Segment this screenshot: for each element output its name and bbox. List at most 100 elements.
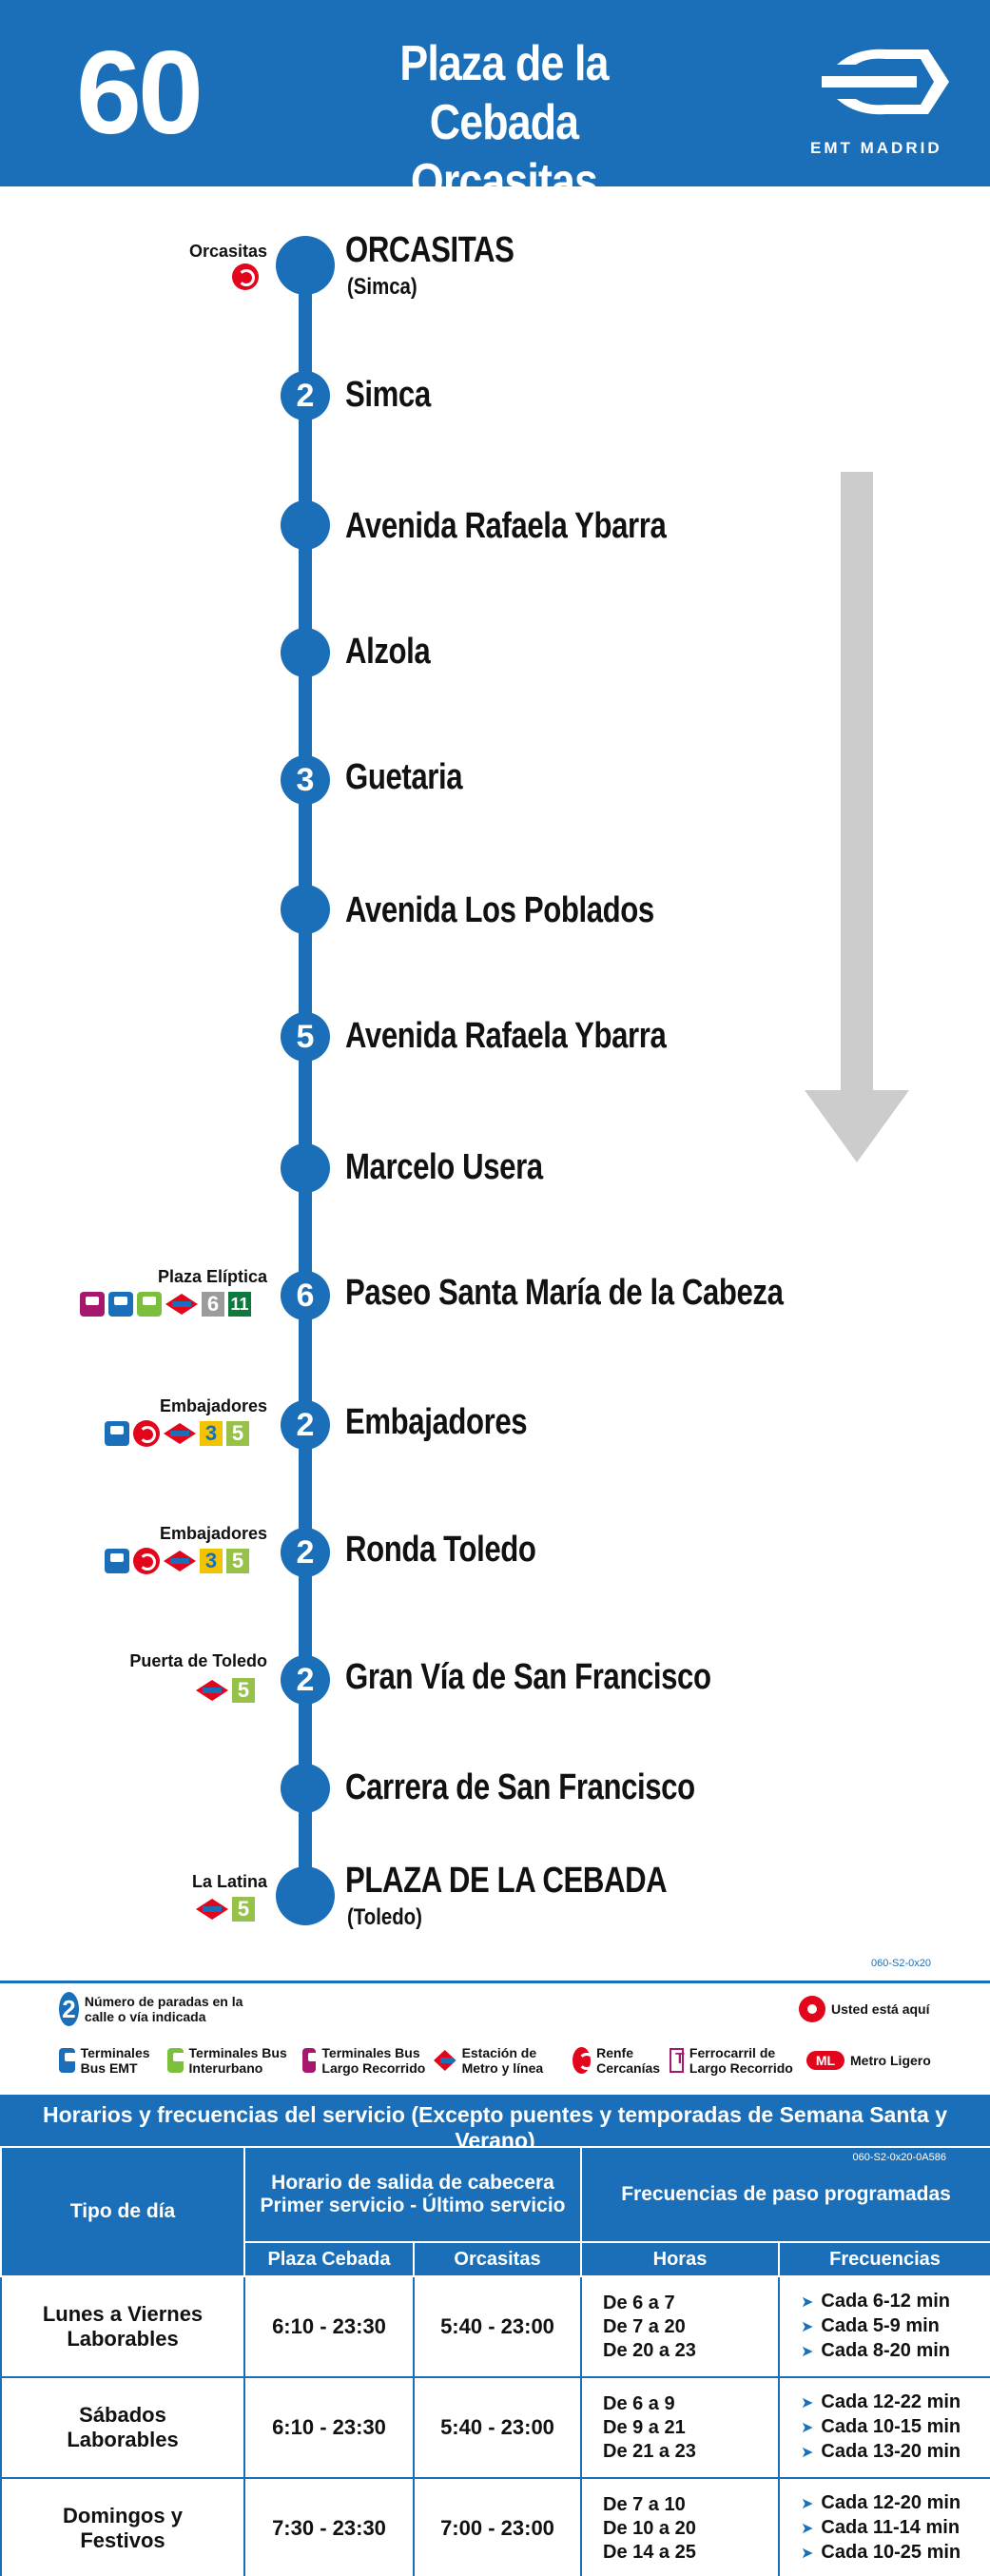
stop-name: ORCASITAS (345, 230, 514, 270)
stop-embajadores: 2 Embajadores Embajadores 3 5 (0, 1396, 990, 1457)
metro-line-badge: 5 (232, 1897, 255, 1922)
row-horas: De 6 a 7 De 7 a 20 De 20 a 23 (580, 2275, 780, 2378)
bus-emt-icon (105, 1421, 129, 1446)
connection-icons (232, 263, 259, 290)
stop-gran-via-san-francisco: 2 Gran Vía de San Francisco Puerta de To… (0, 1651, 990, 1712)
stop-avenida-rafaela-ybarra-2: 5 Avenida Rafaela Ybarra (0, 1012, 990, 1069)
bus-emt-icon (59, 2048, 78, 2073)
table-row: Sábados Laborables 6:10 - 23:30 5:40 - 2… (0, 2376, 990, 2479)
stop-name: Embajadores (345, 1402, 528, 1442)
metro-icon (196, 1680, 228, 1701)
stop-count-badge: 2 (281, 1655, 330, 1705)
renfe-icon (133, 1420, 160, 1447)
metro-ligero-icon: ML (806, 2051, 844, 2070)
freq-item: Cada 10-25 min (801, 2541, 990, 2566)
metro-line-badge: 6 (202, 1292, 224, 1317)
row-plaza-cebada: 6:10 - 23:30 (243, 2275, 415, 2378)
legend-num-stops: 2 Número de paradas en la calle o vía in… (59, 1992, 249, 2026)
header-bar: 60 Plaza de la Cebada Orcasitas EMT MADR… (0, 0, 990, 209)
sub-orcasitas: Orcasitas (413, 2241, 582, 2277)
stop-count-icon: 2 (59, 1992, 79, 2026)
col-horario: Horario de salida de cabecera Primer ser… (243, 2146, 582, 2243)
metro-line-badge: 3 (200, 1421, 223, 1446)
metro-icon (434, 2050, 456, 2071)
hora-item: De 6 a 9 (603, 2392, 675, 2414)
legend-terminal-largo-text: Terminales Bus Largo Recorrido (321, 2045, 426, 2076)
hora-item: De 7 a 20 (603, 2315, 686, 2337)
connection-label: Puerta de Toledo (129, 1651, 267, 1670)
sub-plaza-cebada: Plaza Cebada (243, 2241, 415, 2277)
row-frecuencias: Cada 12-22 min Cada 10-15 min Cada 13-20… (777, 2376, 990, 2479)
legend-terminal-interurbano-text: Terminales Bus Interurbano (188, 2045, 287, 2076)
bus-emt-icon (108, 1292, 133, 1317)
row-tipo: Domingos y Festivos (0, 2477, 245, 2576)
freq-item: Cada 13-20 min (801, 2440, 990, 2465)
connection-icons: 3 5 (105, 1548, 249, 1574)
stop-count-badge: 2 (281, 1400, 330, 1450)
metro-line-badge: 5 (226, 1549, 249, 1573)
legend-metro-ligero: ML Metro Ligero (806, 2051, 931, 2070)
row-frecuencias: Cada 12-20 min Cada 11-14 min Cada 10-25… (777, 2477, 990, 2576)
terminal-dot (276, 236, 335, 295)
connection-label: La Latina (191, 1872, 267, 1891)
stop-name: PLAZA DE LA CEBADA (345, 1861, 668, 1901)
bus-interurbano-icon (167, 2048, 186, 2073)
you-are-here-icon (799, 1996, 825, 2022)
legend-divider (0, 1981, 990, 1983)
metro-icon (164, 1423, 196, 1444)
stop-dot (281, 1143, 330, 1193)
route-title: Plaza de la Cebada Orcasitas (304, 34, 704, 211)
legend-renfe-text: Renfe Cercanías (596, 2045, 661, 2076)
stop-name: Paseo Santa María de la Cabeza (345, 1273, 784, 1313)
stop-count-badge: 2 (281, 1528, 330, 1577)
connection-icons: 5 (196, 1897, 255, 1922)
legend-renfe: Renfe Cercanías (573, 2045, 668, 2076)
freq-item: Cada 12-20 min (801, 2491, 990, 2516)
timetable-code: 060-S2-0x20-0A586 (852, 2152, 946, 2163)
stop-plaza-de-la-cebada: PLAZA DE LA CEBADA (Toledo) La Latina 5 (0, 1861, 990, 1930)
legend-metro-text: Estación de Metro y línea (461, 2045, 544, 2076)
legend-metro-ligero-text: Metro Ligero (850, 2053, 931, 2068)
renfe-icon (133, 1548, 160, 1574)
timetable-title-bar (0, 2095, 990, 2146)
sub-horas: Horas (580, 2241, 780, 2277)
stop-dot (281, 500, 330, 550)
metro-icon (164, 1551, 196, 1571)
stop-sub: (Simca) (347, 274, 417, 300)
stop-name: Carrera de San Francisco (345, 1767, 695, 1807)
legend-ferrocarril-text: Ferrocarril de Largo Recorrido (689, 2045, 793, 2076)
row-tipo: Sábados Laborables (0, 2376, 245, 2479)
row-horas: De 6 a 9 De 9 a 21 De 21 a 23 (580, 2376, 780, 2479)
row-tipo-line1: Lunes a Viernes (42, 2302, 204, 2326)
col-tipo: Tipo de día (0, 2146, 245, 2277)
stop-dot (281, 1764, 330, 1813)
stop-name: Simca (345, 375, 431, 415)
line-number: 60 (76, 28, 204, 159)
hora-item: De 7 a 10 (603, 2493, 686, 2515)
stop-dot (281, 885, 330, 934)
freq-item: Cada 11-14 min (801, 2516, 990, 2541)
route-title-line2: Orcasitas (410, 154, 598, 209)
freq-item: Cada 6-12 min (801, 2290, 990, 2314)
connection-icons: 3 5 (105, 1420, 249, 1447)
row-tipo-line2: Festivos (80, 2528, 165, 2552)
hora-item: De 14 a 25 (603, 2541, 696, 2563)
connection-icons: 5 (196, 1678, 255, 1703)
legend-terminal-emt-text: Terminales Bus EMT (80, 2045, 150, 2076)
legend-code: 060-S2-0x20 (871, 1958, 931, 1969)
stop-name: Marcelo Usera (345, 1147, 543, 1187)
metro-line-badge: 5 (232, 1678, 255, 1703)
hora-item: De 20 a 23 (603, 2339, 696, 2361)
legend-metro: Estación de Metro y línea (434, 2045, 573, 2076)
renfe-icon (573, 2047, 596, 2074)
col-horario-line1: Horario de salida de cabecera (271, 2172, 554, 2194)
stop-count-badge: 6 (281, 1271, 330, 1320)
stop-name: Guetaria (345, 757, 463, 797)
hora-item: De 9 a 21 (603, 2416, 686, 2438)
row-tipo: Lunes a Viernes Laborables (0, 2275, 245, 2378)
metro-line-badge: 3 (200, 1549, 223, 1573)
route-title-line1: Plaza de la Cebada (399, 36, 609, 150)
hora-item: De 6 a 7 (603, 2292, 675, 2313)
train-icon (670, 2048, 685, 2073)
row-tipo-line1: Sábados (79, 2403, 166, 2427)
